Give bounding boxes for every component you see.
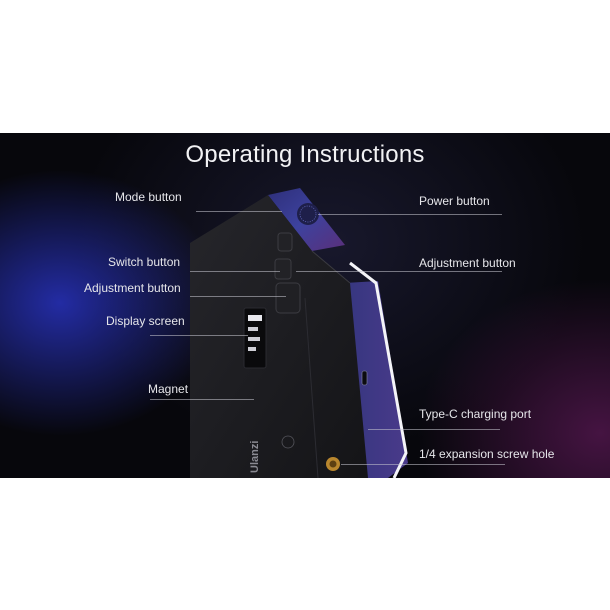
mode-button (277, 232, 293, 252)
device-body (190, 195, 368, 478)
label-adjustment-button-right: Adjustment button (419, 256, 516, 270)
leader-screw-hole (341, 464, 505, 465)
leader-type-c-port (368, 429, 500, 430)
leader-power-button (318, 214, 502, 215)
label-type-c-port: Type-C charging port (419, 407, 532, 421)
leader-display-screen (150, 335, 248, 336)
adjustment-knob (275, 282, 301, 314)
brand-text: Ulanzi (249, 441, 261, 473)
label-adjustment-button-left: Adjustment button (84, 281, 181, 295)
page-title: Operating Instructions (185, 141, 425, 168)
instructions-banner: Operating Instructions (0, 133, 610, 478)
leader-magnet (150, 399, 254, 400)
switch-button (274, 258, 292, 280)
device-glossy-edge (349, 261, 408, 478)
light-device-illustration: Ulanzi (190, 188, 408, 478)
label-mode-button: Mode button (115, 190, 182, 204)
label-power-button: Power button (419, 194, 490, 208)
label-screw-hole: 1/4 expansion screw hole (419, 447, 555, 461)
label-switch-button: Switch button (108, 255, 181, 269)
type-c-port (361, 370, 368, 386)
label-magnet: Magnet (148, 382, 189, 396)
label-display-screen: Display screen (106, 314, 185, 328)
leader-mode-button (196, 211, 282, 212)
leader-adjustment-button-left (190, 296, 286, 297)
leader-adjustment-button-right (296, 271, 502, 272)
leader-switch-button (190, 271, 280, 272)
